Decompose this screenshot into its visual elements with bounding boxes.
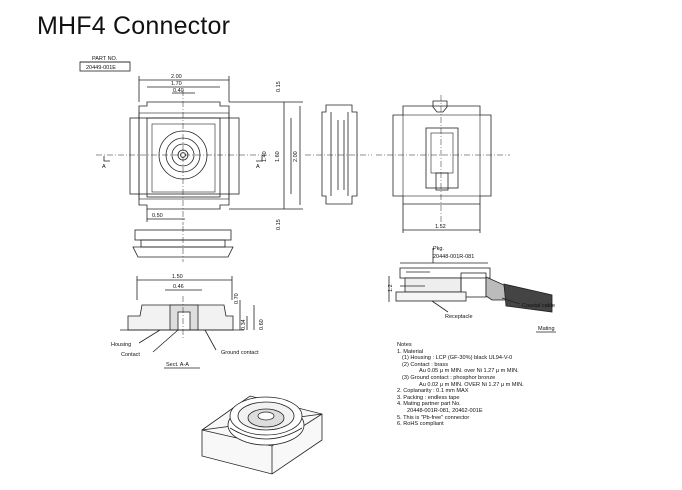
note-4: 4. Mating partner part No.: [397, 401, 461, 408]
contact-label: Contact: [121, 352, 140, 358]
part-no-label: PART NO.: [92, 56, 118, 62]
note-6: 6. RoHS compliant: [397, 421, 444, 428]
note-4a: 20448-001R-081, 20462-001E: [407, 407, 483, 414]
ground-contact-label: Ground contact: [221, 350, 259, 356]
section-marker-left: A: [102, 164, 106, 170]
bottom-dim: 0.50: [152, 213, 163, 219]
section-label: Sect. A-A: [166, 362, 189, 368]
right-dim-2: 1.60: [275, 151, 281, 162]
mating-view: [388, 248, 556, 333]
note-1b-plating: Au 0.05 μ m MIN. over Ni 1.27 μ m MIN.: [419, 368, 519, 375]
part-number-box: [79, 61, 131, 72]
section-dim-h2: 0.34: [241, 319, 247, 330]
pkg-label: Pkg.: [433, 246, 444, 252]
note-1c-plating: Au 0.02 μ m MIN. OVER Ni 1.27 μ m MIN.: [419, 381, 524, 388]
receptacle-label: Receptacle: [445, 314, 473, 320]
note-1b: (2) Contact : brass: [402, 361, 449, 368]
note-1c: (3) Ground contact : phosphor bronze: [402, 374, 496, 381]
section-a-a: [120, 276, 255, 369]
note-1a: (1) Housing : LCP (GF-30%) black UL94-V-…: [402, 355, 513, 362]
note-5: 5. This is "Pb-free" connector: [397, 414, 470, 421]
top-dim-3: 0.40: [173, 88, 184, 94]
right-dim-3: 1.40: [262, 151, 268, 162]
note-1: 1. Material: [397, 348, 424, 355]
isometric-view: [201, 395, 323, 475]
note-3: 3. Packing : endless tape: [397, 394, 460, 401]
right-dim-5: 0.15: [276, 219, 282, 230]
section-dim-h3: 0.60: [259, 319, 265, 330]
top-dim-2: 1.70: [171, 81, 182, 87]
bottom-view: [376, 95, 510, 233]
right-dim-1: 0.15: [276, 81, 282, 92]
section-marker-right: A: [256, 164, 260, 170]
top-dim-1: 2.00: [171, 74, 182, 80]
side-dim: 1.52: [435, 224, 446, 230]
mating-dim: 1.2: [388, 284, 394, 292]
part-no-value: 20449-001E: [86, 65, 116, 71]
side-view: [305, 104, 372, 205]
notes-heading: Notes: [397, 342, 412, 348]
section-dim-h1: 0.70: [234, 293, 240, 304]
mating-label: Mating: [538, 326, 555, 332]
housing-label: Housing: [111, 342, 131, 348]
coaxial-cable-label: Coaxial cable: [522, 303, 555, 309]
section-dim-1: 1.50: [172, 274, 183, 280]
page-title: MHF4 Connector: [37, 12, 231, 40]
pkg-part-label: 20448-001R-081: [433, 254, 474, 260]
section-dim-2: 0.46: [173, 284, 184, 290]
notes-block: Notes 1. Material (1) Housing : LCP (GF-…: [397, 342, 524, 428]
note-2: 2. Coplanarity : 0.1 mm MAX: [397, 388, 469, 395]
top-view: [96, 76, 303, 225]
front-view: [132, 226, 234, 262]
right-dim-4: 2.00: [293, 151, 299, 162]
